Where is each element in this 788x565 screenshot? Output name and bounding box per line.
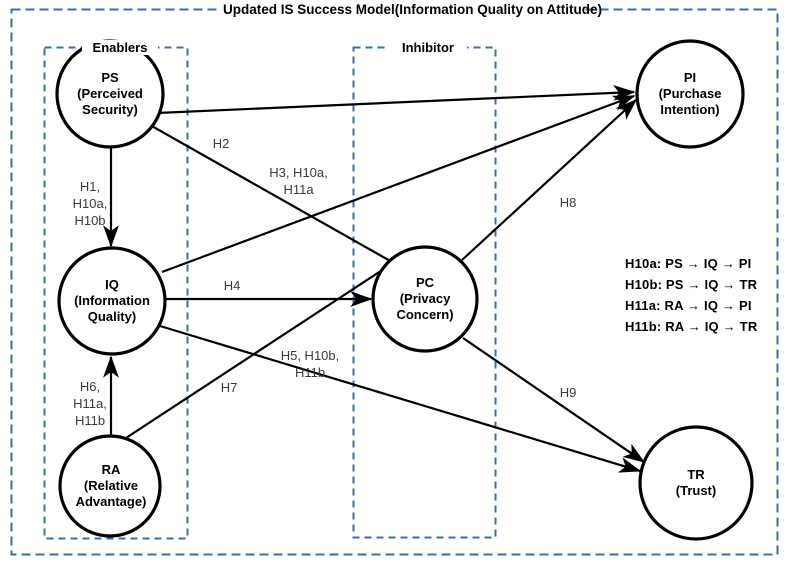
- group-box-inhibitor: [352, 46, 497, 539]
- edge-h8: [461, 99, 637, 261]
- edge-label-h6-line1: H6,: [79, 379, 101, 394]
- node-tr[interactable]: [638, 425, 754, 541]
- hypothesis-legend: H10a: PS → IQ → PI H10b: PS → IQ → TR H1…: [625, 253, 757, 337]
- legend-line-2: H10b: PS → IQ → TR: [625, 277, 758, 292]
- legend-line-3: H11a: RA → IQ → PI: [625, 298, 752, 313]
- edge-label-h1: H1, H10a, H10b: [62, 178, 118, 229]
- edge-label-h4: H4: [223, 278, 241, 293]
- edge-label-h1-line1: H1,: [79, 179, 101, 194]
- edge-label-h2: H2: [212, 136, 230, 151]
- edge-label-h3: H3, H10a, H11a: [251, 164, 346, 198]
- edge-label-h5-line2: H11b: [294, 365, 326, 380]
- legend-line-1: H10a: PS → IQ → PI: [625, 256, 752, 271]
- edge-h5: [159, 324, 642, 473]
- edge-label-h9: H9: [559, 385, 577, 400]
- edge-h7: [125, 264, 391, 439]
- edge-label-h1-line3: H10b: [74, 213, 106, 228]
- group-title-enablers: Enablers: [82, 40, 158, 55]
- group-box-enablers: [43, 46, 189, 540]
- edge-label-h7: H7: [220, 380, 238, 395]
- node-iq[interactable]: [57, 246, 167, 356]
- node-ps[interactable]: [55, 39, 165, 149]
- edge-label-h8: H8: [559, 195, 577, 210]
- edge-h9: [462, 337, 646, 463]
- edge-label-h3-line2: H11a: [283, 182, 314, 197]
- legend-line-4: H11b: RA → IQ → TR: [625, 319, 758, 334]
- group-title-inhibitor: Inhibitor: [389, 40, 467, 55]
- figure-title: Updated IS Success Model(Information Qua…: [217, 2, 602, 18]
- edge-label-h6-line3: H11b: [74, 413, 106, 428]
- edge-h2: [149, 124, 393, 263]
- edge-label-h6: H6, H11a, H11b: [62, 378, 118, 429]
- node-ra[interactable]: [58, 434, 162, 538]
- node-pc[interactable]: [371, 245, 479, 353]
- node-pi[interactable]: [635, 39, 745, 149]
- edge-h3-alt: [161, 94, 636, 274]
- edge-label-h1-line2: H10a,: [72, 196, 108, 211]
- edge-label-h5-line1: H5, H10b,: [280, 348, 340, 363]
- edge-h3: [156, 84, 636, 115]
- edge-label-h3-line1: H3, H10a,: [269, 165, 328, 180]
- edge-label-h6-line2: H11a,: [73, 396, 107, 411]
- edge-label-h5: H5, H10b, H11b: [260, 347, 360, 381]
